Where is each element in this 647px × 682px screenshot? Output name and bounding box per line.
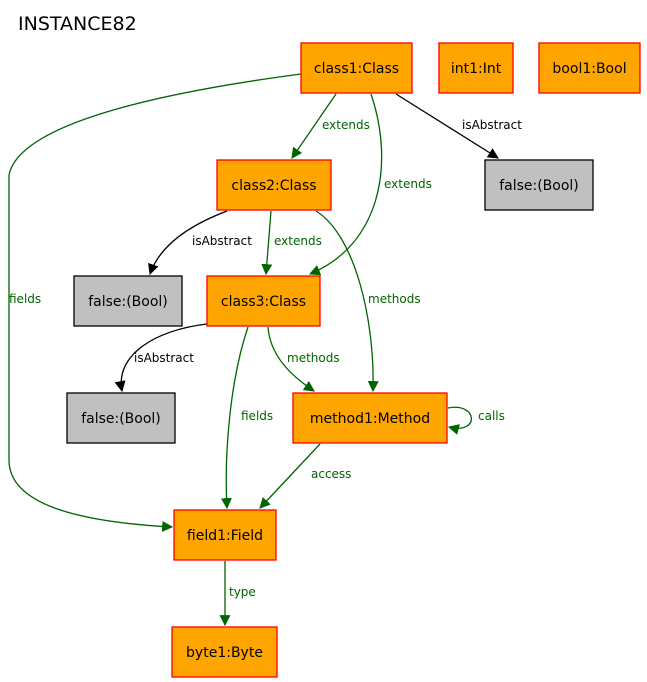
node-class2[interactable]: class2:Class bbox=[216, 159, 332, 211]
node-method1[interactable]: method1:Method bbox=[292, 392, 448, 444]
edge-methods-class2-method1: methods bbox=[315, 210, 421, 393]
node-box[interactable] bbox=[171, 626, 278, 678]
edge-fields-class1-field1: fields bbox=[8, 73, 302, 532]
node-box[interactable] bbox=[73, 275, 183, 327]
node-box[interactable] bbox=[292, 392, 448, 444]
node-label: false:(Bool) bbox=[81, 411, 161, 427]
node-label: false:(Bool) bbox=[499, 178, 579, 194]
edge-methods-class3-method1: methods bbox=[267, 326, 340, 392]
node-label: false:(Bool) bbox=[88, 294, 168, 310]
edge-label: extends bbox=[322, 118, 370, 132]
edge-isabstract-class3-false3: isAbstract bbox=[114, 323, 208, 393]
edge-line bbox=[148, 210, 228, 276]
edge-extends-class1-class2: extends bbox=[291, 93, 370, 159]
edge-label: type bbox=[229, 585, 256, 599]
edge-line bbox=[315, 210, 379, 393]
edge-line bbox=[114, 323, 208, 393]
nodes-layer: class1:Class int1:Int bool1:Bool class2:Cla… bbox=[66, 42, 641, 678]
node-class3[interactable]: class3:Class bbox=[206, 275, 321, 327]
edge-line bbox=[395, 93, 499, 159]
node-label: method1:Method bbox=[310, 411, 430, 427]
edge-label: fields bbox=[241, 409, 273, 423]
edge-line bbox=[308, 93, 383, 276]
edge-extends-class2-class3: extends bbox=[261, 210, 322, 276]
edge-label: access bbox=[311, 467, 351, 481]
node-field1[interactable]: field1:Field bbox=[173, 509, 277, 561]
edge-label: methods bbox=[287, 351, 340, 365]
node-box[interactable] bbox=[438, 42, 514, 94]
node-false2[interactable]: false:(Bool) bbox=[73, 275, 183, 327]
node-box[interactable] bbox=[300, 42, 413, 94]
node-box[interactable] bbox=[538, 42, 641, 94]
node-box[interactable] bbox=[206, 275, 321, 327]
node-box[interactable] bbox=[66, 392, 176, 444]
node-box[interactable] bbox=[216, 159, 332, 211]
edge-calls-method1-method1: calls bbox=[447, 406, 505, 435]
node-box[interactable] bbox=[484, 159, 594, 211]
edge-label: isAbstract bbox=[462, 118, 522, 132]
edge-line bbox=[220, 326, 249, 510]
edge-type-field1-byte1: type bbox=[219, 561, 256, 627]
edge-label: extends bbox=[384, 177, 432, 191]
edge-isabstract-class1-false1: isAbstract bbox=[395, 93, 522, 159]
diagram-title: INSTANCE82 bbox=[18, 13, 137, 35]
edge-label: fields bbox=[9, 292, 41, 306]
node-box[interactable] bbox=[173, 509, 277, 561]
node-bool1[interactable]: bool1:Bool bbox=[538, 42, 641, 94]
node-label: class1:Class bbox=[314, 61, 399, 77]
edge-line bbox=[291, 93, 337, 159]
edge-label: isAbstract bbox=[192, 234, 252, 248]
node-class1[interactable]: class1:Class bbox=[300, 42, 413, 94]
edge-fields-class3-field1: fields bbox=[220, 326, 273, 510]
edges-layer: extends extends isAbstract fields isAbstract… bbox=[8, 73, 522, 627]
edge-label: calls bbox=[478, 409, 505, 423]
edge-label: isAbstract bbox=[134, 351, 194, 365]
node-label: int1:Int bbox=[451, 61, 502, 77]
node-label: bool1:Bool bbox=[552, 61, 626, 77]
node-int1[interactable]: int1:Int bbox=[438, 42, 514, 94]
edge-line bbox=[447, 406, 473, 435]
edge-line bbox=[261, 210, 273, 276]
edge-extends-class1-class3: extends bbox=[308, 93, 432, 276]
edge-line bbox=[8, 73, 302, 532]
edge-label: methods bbox=[368, 292, 421, 306]
edge-line bbox=[267, 326, 315, 392]
edge-line bbox=[259, 443, 321, 509]
node-label: field1:Field bbox=[187, 528, 263, 544]
edge-label: extends bbox=[274, 234, 322, 248]
node-label: class3:Class bbox=[221, 294, 306, 310]
node-label: class2:Class bbox=[231, 178, 316, 194]
edge-access-method1-field1: access bbox=[259, 443, 351, 509]
node-false1[interactable]: false:(Bool) bbox=[484, 159, 594, 211]
node-false3[interactable]: false:(Bool) bbox=[66, 392, 176, 444]
node-byte1[interactable]: byte1:Byte bbox=[171, 626, 278, 678]
node-label: byte1:Byte bbox=[186, 645, 263, 661]
edge-isabstract-class2-false2: isAbstract bbox=[148, 210, 252, 276]
